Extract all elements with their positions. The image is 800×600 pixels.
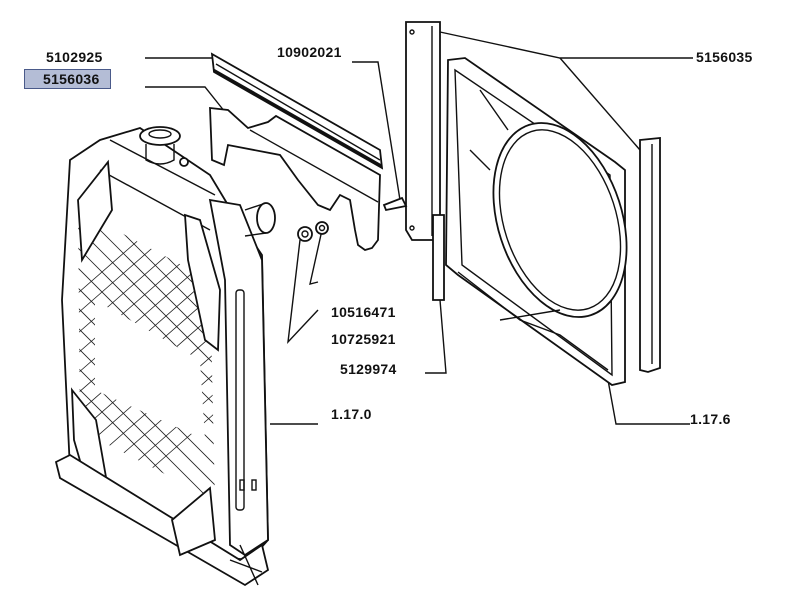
callout-5156035[interactable]: 5156035	[696, 49, 753, 65]
callout-10725921[interactable]: 10725921	[331, 331, 396, 347]
callout-5156036-selected[interactable]: 5156036	[24, 69, 111, 89]
right-strip-drawing	[639, 137, 661, 373]
shroud-plate-drawing	[209, 106, 381, 251]
callout-1-17-0[interactable]: 1.17.0	[331, 406, 372, 422]
leader-lines	[145, 31, 693, 425]
callout-10902021[interactable]: 10902021	[277, 44, 342, 60]
callout-10516471[interactable]: 10516471	[331, 304, 396, 320]
seal-strip-drawing	[210, 52, 384, 170]
radiator-drawing	[54, 126, 276, 587]
callout-5129974[interactable]: 5129974	[340, 361, 397, 377]
nuts-drawing	[297, 221, 329, 242]
left-strip-drawing	[382, 21, 445, 301]
callout-1-17-6[interactable]: 1.17.6	[690, 411, 731, 427]
callout-5102925[interactable]: 5102925	[46, 49, 103, 65]
fan-shroud-drawing	[445, 57, 628, 386]
